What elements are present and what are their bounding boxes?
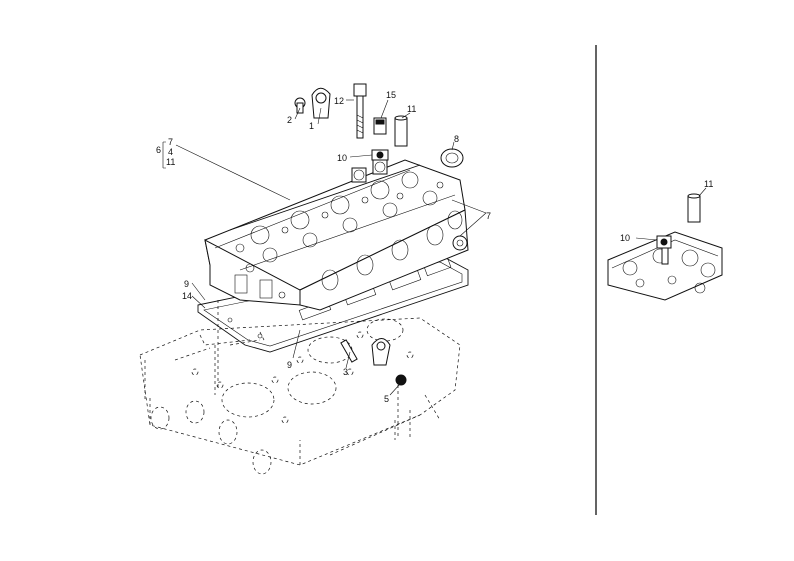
leader-lines bbox=[175, 99, 487, 438]
hanger-bracket-1 bbox=[311, 87, 331, 119]
callout-14: 14 bbox=[182, 291, 192, 301]
bolt-5 bbox=[395, 374, 407, 386]
bracket-3 bbox=[371, 338, 391, 366]
callout-12: 12 bbox=[334, 96, 344, 106]
head-gasket bbox=[197, 254, 469, 353]
plug-7 bbox=[452, 235, 468, 251]
detail-view: 11 10 bbox=[607, 179, 723, 301]
callout-7: 7 bbox=[486, 211, 491, 221]
stud-bolt-12 bbox=[353, 83, 367, 139]
callout-3: 3 bbox=[343, 367, 348, 377]
callout-11: 11 bbox=[407, 104, 416, 114]
callout-2: 2 bbox=[287, 115, 292, 125]
bolt-2 bbox=[294, 97, 306, 114]
stem-seal-15 bbox=[373, 117, 387, 135]
callout-labels: 1 2 12 15 11 8 10 6 7 4 11 7 9 14 9 3 5 bbox=[156, 90, 491, 404]
valve-seat-10 bbox=[371, 149, 389, 161]
callout-8: 8 bbox=[454, 134, 459, 144]
callout-6-stack-b: 4 bbox=[168, 147, 173, 157]
callout-1: 1 bbox=[309, 121, 314, 131]
cylinder-head bbox=[204, 159, 469, 311]
valve-guide-11 bbox=[394, 115, 408, 147]
callout-10: 10 bbox=[337, 153, 347, 163]
callout-6-stack-c: 11 bbox=[166, 157, 175, 167]
callout-5: 5 bbox=[384, 394, 389, 404]
callout-15: 15 bbox=[386, 90, 396, 100]
bolt-3 bbox=[340, 339, 358, 363]
detail-callout-11: 11 bbox=[704, 179, 713, 189]
plug-8 bbox=[440, 148, 464, 168]
callout-9-upper: 9 bbox=[184, 279, 189, 289]
callout-9-lower: 9 bbox=[287, 360, 292, 370]
callout-6-stack-a: 7 bbox=[168, 137, 173, 147]
detail-callout-10: 10 bbox=[620, 233, 630, 243]
callout-6: 6 bbox=[156, 145, 161, 155]
